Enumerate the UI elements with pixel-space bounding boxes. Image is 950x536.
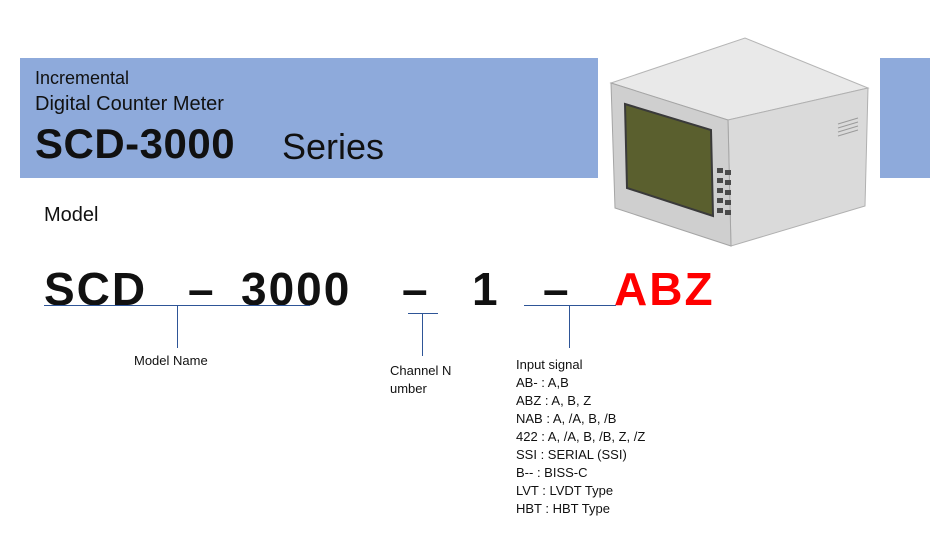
model-code-channel: 1 — [472, 263, 500, 315]
input-signal-option: B-- : BISS-C — [516, 465, 588, 480]
product-title: SCD-3000 — [35, 120, 236, 167]
subtitle-incremental: Incremental — [35, 68, 130, 88]
model-code-3000: 3000 — [241, 263, 352, 315]
model-code-scd: SCD — [44, 263, 148, 315]
model-code-dash: – — [543, 263, 571, 315]
model-code-dash: – — [188, 263, 216, 315]
input-signal-option: SSI : SERIAL (SSI) — [516, 447, 627, 462]
model-name-connector — [177, 306, 178, 348]
channel-bracket — [408, 313, 438, 314]
input-signal-option: 422 : A, /A, B, /B, Z, /Z — [516, 429, 646, 444]
input-signal-option: LVT : LVDT Type — [516, 483, 614, 498]
channel-connector — [422, 314, 423, 356]
input-signal-option: NAB : A, /A, B, /B — [516, 411, 617, 426]
device-image — [609, 37, 870, 247]
input-signal-option: AB- : A,B — [516, 375, 569, 390]
input-signal-option: HBT : HBT Type — [516, 501, 610, 516]
model-heading: Model — [44, 204, 99, 226]
channel-number-label: Channel N umber — [390, 362, 451, 398]
model-name-label: Model Name — [134, 353, 208, 368]
input-signal-option: ABZ : A, B, Z — [516, 393, 592, 408]
product-title-suffix: Series — [282, 126, 385, 167]
model-code-input-signal: ABZ — [614, 263, 715, 315]
input-signal-connector — [569, 306, 570, 348]
title-banner — [20, 58, 598, 178]
channel-number-label-line2: umber — [390, 381, 427, 396]
model-name-bracket — [44, 305, 310, 306]
model-code-dash: – — [402, 263, 430, 315]
input-signal-title: Input signal — [516, 357, 583, 372]
subtitle-digital-counter-meter: Digital Counter Meter — [35, 93, 224, 115]
title-banner-accent — [880, 58, 930, 178]
input-signal-list: Input signal AB- : A,B ABZ : A, B, Z NAB… — [516, 356, 645, 518]
channel-number-label-line1: Channel N — [390, 363, 452, 378]
input-signal-bracket — [524, 305, 616, 306]
